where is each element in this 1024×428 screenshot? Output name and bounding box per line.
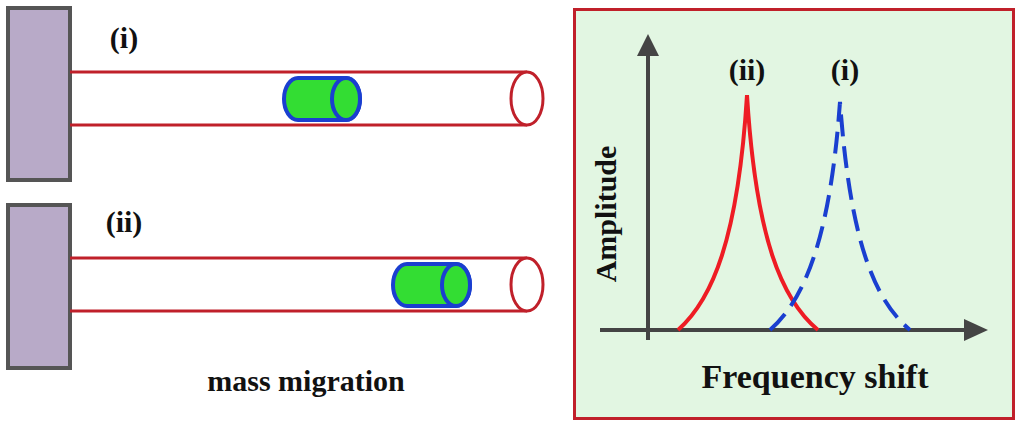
caption-label: mass migration (207, 366, 405, 396)
case-label: (ii) (106, 207, 143, 237)
beam-edge (70, 71, 527, 74)
plot-panel: (ii) (i) AmplitudeFrequency shift (573, 8, 1015, 420)
axis-title: Amplitude (591, 146, 621, 283)
y-axis (646, 52, 650, 340)
x-axis (600, 328, 968, 332)
case-label: (i) (110, 23, 138, 53)
mass-face (332, 78, 360, 120)
arrowhead (964, 319, 988, 341)
clamp (8, 205, 70, 368)
beam-end (511, 72, 543, 125)
peak-curve (770, 102, 910, 330)
arrowhead (637, 34, 659, 56)
beam-end (511, 258, 543, 311)
peak-label: (ii) (729, 55, 766, 85)
beam-edge (70, 310, 527, 313)
mass-face (442, 264, 470, 306)
axis-title: Frequency shift (702, 360, 929, 394)
clamp (8, 8, 70, 180)
panel-frame (575, 10, 1014, 419)
beam-edge (70, 124, 527, 127)
beam-edge (70, 257, 527, 260)
mass (284, 78, 360, 120)
peak-label: (i) (831, 55, 859, 85)
mass (393, 264, 470, 306)
